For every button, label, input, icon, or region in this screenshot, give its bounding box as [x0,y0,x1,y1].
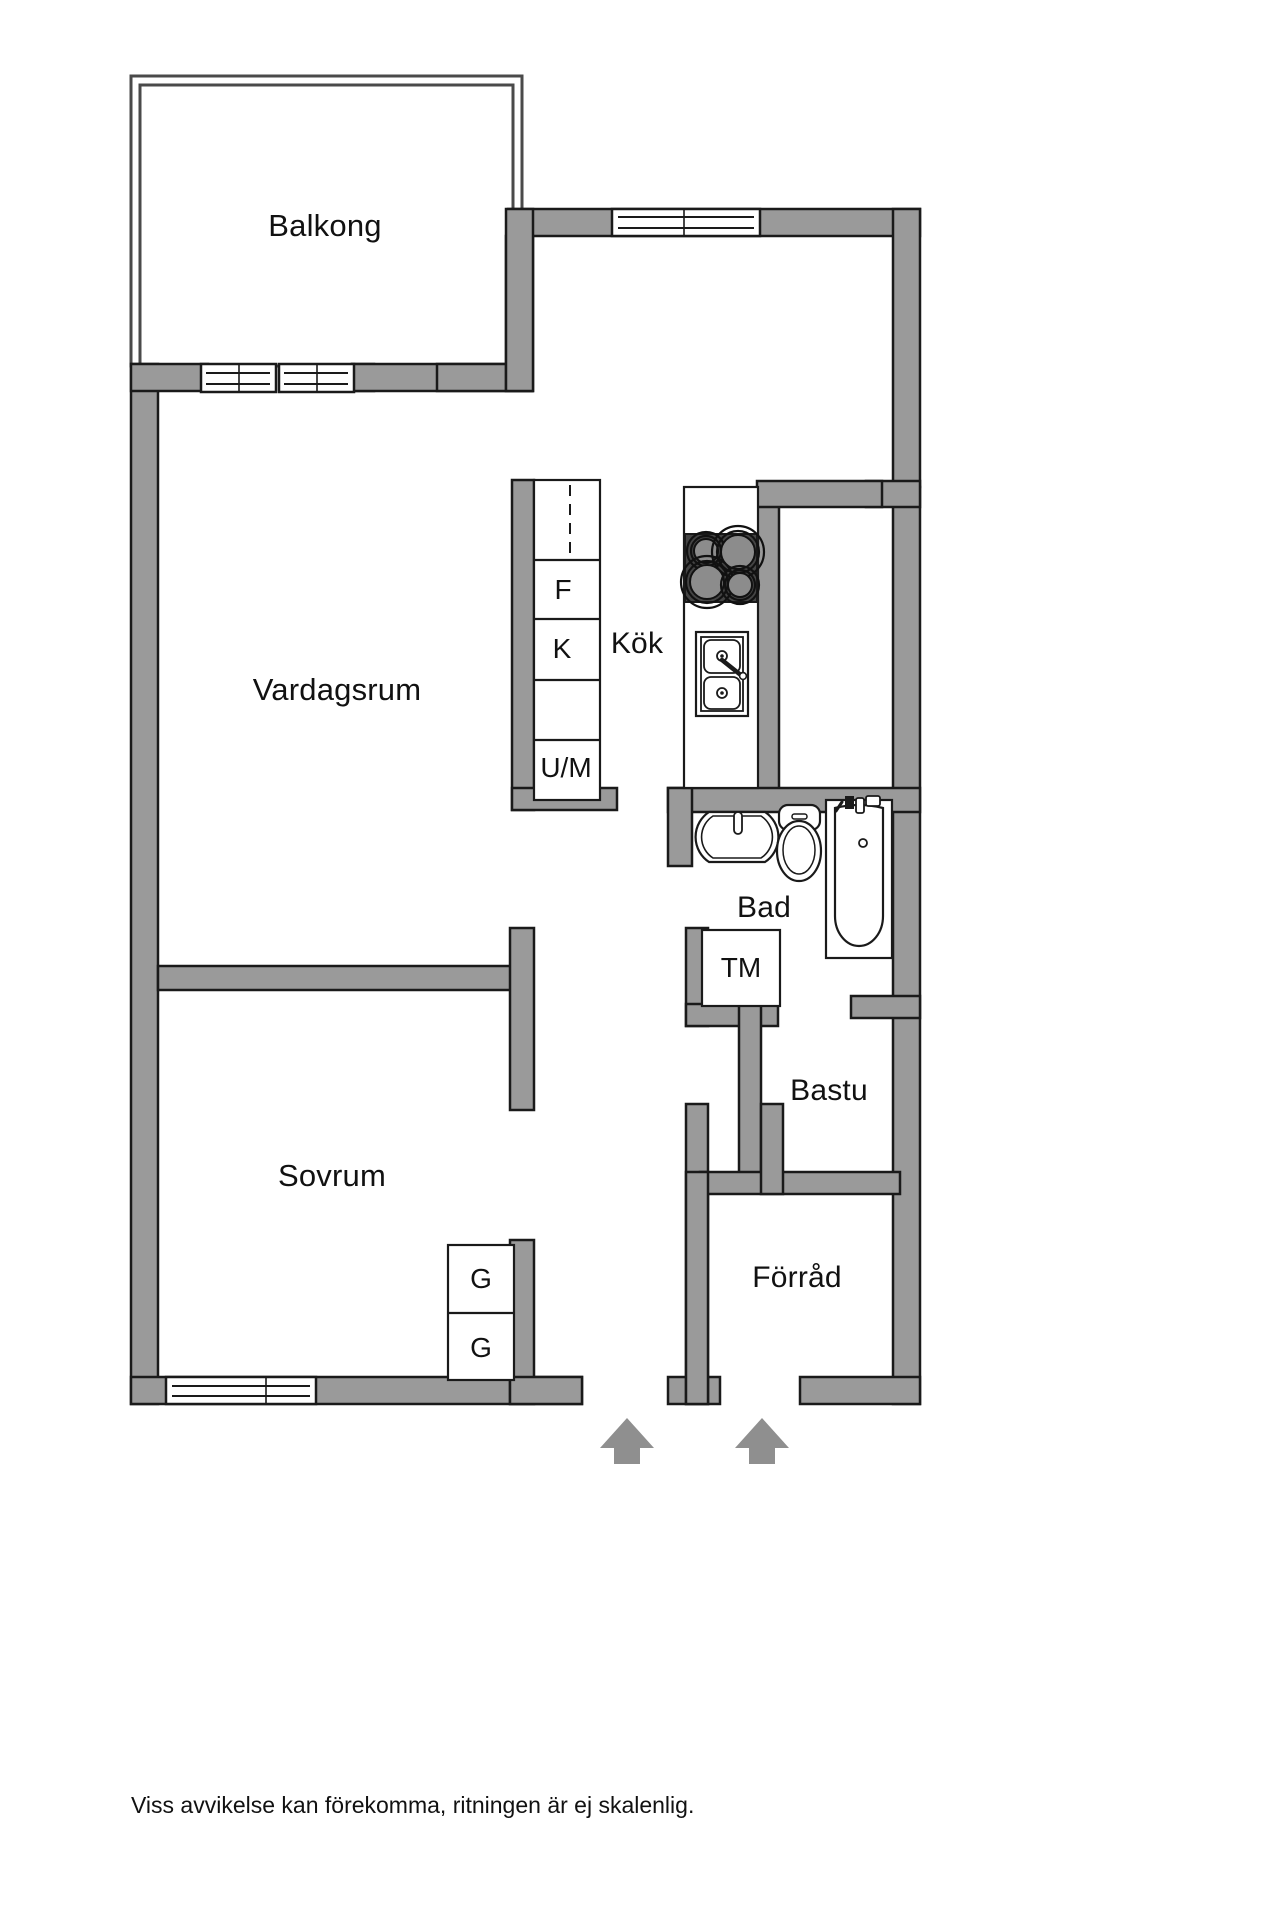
room-label-forrad: Förråd [752,1261,842,1294]
bathtub-icon [824,795,894,960]
cabinet-label-washing-machine: TM [720,952,762,983]
room-label-sovrum: Sovrum [277,1158,387,1193]
cabinet-label-wardrobe-2: G [470,1332,492,1363]
room-label-balkong: Balkong [268,208,382,243]
room-label-kok: Kök [610,627,664,660]
kitchen-cabinet-column [532,478,602,802]
toilet-icon [775,803,823,883]
window-bedroom [164,1375,318,1406]
window-living-right [277,362,356,394]
disclaimer-text: Viss avvikelse kan förekomma, ritningen … [131,1792,695,1818]
washing-machine-box [700,928,782,1008]
washbasin-icon [694,810,780,864]
windows-group [164,207,762,1406]
bedroom-wardrobes [446,1243,516,1382]
kitchen-sink-icon [694,630,750,718]
room-label-vardagsrum: Vardagsrum [252,672,422,707]
cabinet-label-freezer: K [552,633,572,664]
entrance-arrow-left [600,1418,654,1464]
entrance-arrow-right [735,1418,789,1464]
room-label-bad: Bad [737,891,791,924]
balcony-outline [129,74,524,368]
cabinet-label-wardrobe-1: G [470,1263,492,1294]
window-living-left [199,362,278,394]
cabinet-label-fridge: F [554,574,572,605]
entrance-arrows [600,1418,789,1464]
room-label-bastu: Bastu [790,1074,868,1107]
cabinet-label-oven-microwave: U/M [540,752,592,783]
kitchen-counter [679,485,766,790]
window-kitchen-top [610,207,762,238]
stove-icon [679,524,766,610]
